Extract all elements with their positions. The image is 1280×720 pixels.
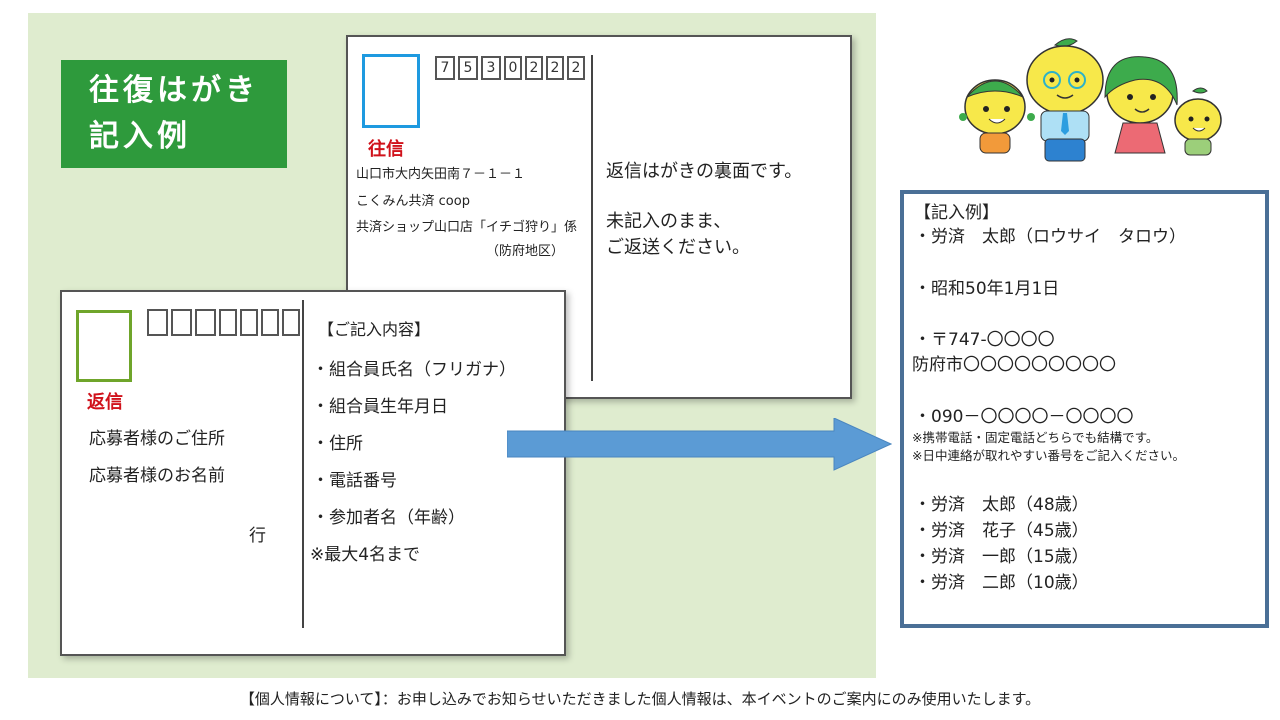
outbound-right-text-1: 返信はがきの裏面です。 <box>606 161 803 182</box>
contents-item: ・参加者名（年齢） <box>312 508 465 528</box>
postal-digit-box <box>219 309 237 336</box>
example-address: 防府市〇〇〇〇〇〇〇〇〇 <box>912 355 1116 375</box>
postal-code-boxes-empty <box>147 309 300 336</box>
address-line-4: （防府地区） <box>486 244 565 259</box>
postal-digit-box: 0 <box>504 56 522 80</box>
outbound-right-text-2b: ご返送ください。 <box>606 237 750 258</box>
stamp-area-blue <box>362 54 420 128</box>
example-participant: ・労済 一郎（15歳） <box>914 547 1089 567</box>
addressee-suffix: 行 <box>249 526 266 546</box>
contents-header: 【ご記入内容】 <box>318 320 431 339</box>
contents-note: ※最大4名まで <box>310 545 421 565</box>
privacy-notice: 【個人情報について】：お申し込みでお知らせいただきました個人情報は、本イベントの… <box>239 690 1041 708</box>
example-birthdate: ・昭和50年1月1日 <box>914 279 1060 299</box>
postal-digit-box: 2 <box>567 56 585 80</box>
postal-digit-box <box>195 309 216 336</box>
example-phone: ・090－〇〇〇〇－〇〇〇〇 <box>914 407 1134 427</box>
example-header: 【記入例】 <box>914 203 999 223</box>
example-phone-note-1: ※携帯電話・固定電話どちらでも結構です。 <box>912 430 1159 445</box>
contents-item: ・組合員氏名（フリガナ） <box>312 360 516 380</box>
postal-digit-box <box>261 309 279 336</box>
example-box: 【記入例】 ・労済 太郎（ロウサイ タロウ） ・昭和50年1月1日 ・〒747-… <box>900 190 1269 628</box>
postal-digit-box <box>282 309 300 336</box>
stamp-area-green <box>76 310 132 382</box>
postal-digit-box: 3 <box>481 56 501 80</box>
address-line-3: 共済ショップ山口店「イチゴ狩り」係 <box>356 220 578 235</box>
return-postcard: 返信 応募者様のご住所 応募者様のお名前 行 【ご記入内容】 ・組合員氏名（フリ… <box>60 290 566 656</box>
title-box: 往復はがき 記入例 <box>61 60 287 168</box>
title-line-1: 往復はがき <box>89 73 259 108</box>
postal-code-boxes: 7 5 3 0 2 2 2 <box>435 56 585 80</box>
example-participant: ・労済 太郎（48歳） <box>914 495 1089 515</box>
title-line-2: 記入例 <box>89 119 191 154</box>
example-phone-note-2: ※日中連絡が取れやすい番号をご記入ください。 <box>912 448 1185 463</box>
contents-item: ・住所 <box>312 434 363 454</box>
contents-item: ・組合員生年月日 <box>312 397 448 417</box>
example-participant: ・労済 花子（45歳） <box>914 521 1089 541</box>
address-line-2: こくみん共済 coop <box>356 194 470 209</box>
postal-digit-box: 2 <box>525 56 543 80</box>
mascot-characters-illustration <box>959 38 1222 162</box>
postal-digit-box: 7 <box>435 56 455 80</box>
applicant-name: 応募者様のお名前 <box>89 466 225 486</box>
example-participant: ・労済 二郎（10歳） <box>914 573 1089 593</box>
arrow-right-icon <box>507 418 892 471</box>
postal-digit-box <box>171 309 192 336</box>
address-line-1: 山口市大内矢田南７－１－１ <box>356 167 526 182</box>
postal-digit-box: 5 <box>458 56 478 80</box>
example-name: ・労済 太郎（ロウサイ タロウ） <box>914 227 1186 247</box>
outbound-right-text-2a: 未記入のまま、 <box>606 211 732 232</box>
contents-item: ・電話番号 <box>312 471 397 491</box>
card-divider <box>302 300 304 628</box>
card-divider <box>591 55 593 381</box>
postal-digit-box: 2 <box>546 56 564 80</box>
outbound-label: 往信 <box>368 139 404 160</box>
example-postal: ・〒747-〇〇〇〇 <box>914 330 1055 350</box>
postal-digit-box <box>240 309 258 336</box>
applicant-address: 応募者様のご住所 <box>89 429 225 449</box>
postal-digit-box <box>147 309 168 336</box>
return-label: 返信 <box>87 392 123 413</box>
